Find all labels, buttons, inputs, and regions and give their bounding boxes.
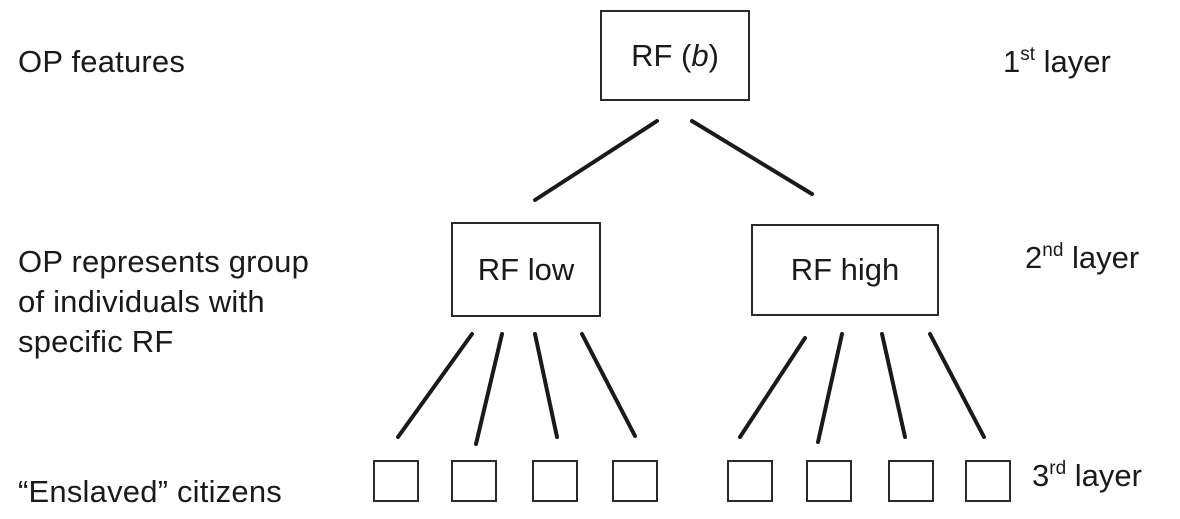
edge-high-leaf-4	[928, 332, 986, 439]
leaf-low-2	[451, 460, 497, 502]
node-rf-b-suffix: )	[708, 37, 719, 73]
edge-low-leaf-1	[396, 332, 474, 439]
node-rf-high: RF high	[751, 224, 939, 316]
edge-high-leaf-1	[738, 336, 807, 439]
edge-low-leaf-3	[533, 332, 559, 439]
label-op-represents-line-2: of individuals with	[18, 284, 265, 319]
node-rf-b: RF (b)	[600, 10, 750, 101]
layer-label-1: 1st layer	[1003, 42, 1111, 82]
edge-low-leaf-2	[474, 332, 504, 446]
label-enslaved-citizens: “Enslaved” citizens	[18, 474, 282, 509]
edge-root-low	[533, 119, 659, 202]
layer-3-suffix: rd	[1049, 458, 1067, 479]
layer-label-2: 2nd layer	[1025, 238, 1139, 278]
leaf-high-3	[888, 460, 934, 502]
layer-2-suffix: nd	[1042, 240, 1064, 261]
leaf-high-1	[727, 460, 773, 502]
label-op-represents: OP represents group of individuals with …	[18, 242, 309, 362]
node-rf-low: RF low	[451, 222, 601, 317]
layer-1-suffix: st	[1020, 44, 1036, 65]
leaf-high-4	[965, 460, 1011, 502]
leaf-low-3	[532, 460, 578, 502]
leaf-low-4	[612, 460, 658, 502]
layer-3-word: layer	[1074, 458, 1142, 493]
edge-high-leaf-2	[816, 332, 844, 444]
edge-high-leaf-3	[880, 332, 907, 439]
layer-2-word: layer	[1072, 240, 1140, 275]
label-op-represents-line-3: specific RF	[18, 324, 174, 359]
layer-1-word: layer	[1043, 44, 1111, 79]
layer-label-3: 3rd layer	[1032, 456, 1142, 496]
node-rf-b-italic: b	[691, 37, 709, 73]
layer-3-number: 3	[1032, 458, 1050, 493]
edge-root-high	[690, 119, 814, 196]
layer-2-number: 2	[1025, 240, 1043, 275]
leaf-low-1	[373, 460, 419, 502]
leaf-high-2	[806, 460, 852, 502]
node-rf-b-prefix: RF (	[631, 37, 692, 73]
label-op-represents-line-1: OP represents group	[18, 244, 310, 279]
label-op-features: OP features	[18, 44, 186, 79]
layer-1-number: 1	[1003, 44, 1021, 79]
edge-low-leaf-4	[580, 332, 637, 438]
